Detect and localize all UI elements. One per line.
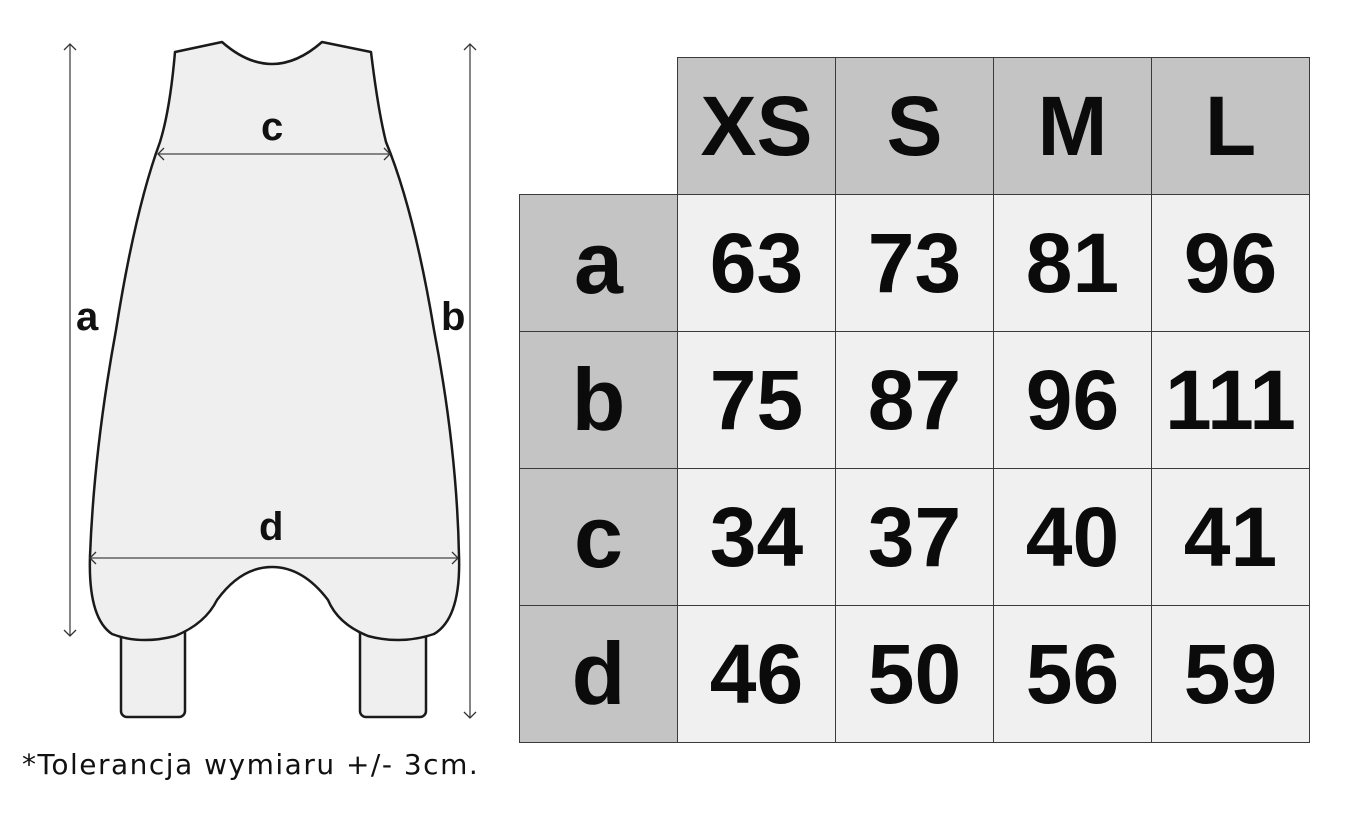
cell-a-xs: 63 xyxy=(677,194,836,332)
cell-a-m: 81 xyxy=(993,194,1152,332)
label-c: c xyxy=(261,105,283,149)
row-header-a: a xyxy=(519,194,678,332)
cell-a-l: 96 xyxy=(1151,194,1310,332)
size-table: XS S M L a 63 73 81 96 b 75 87 96 111 c … xyxy=(519,57,1310,743)
tolerance-note: *Tolerancja wymiaru +/- 3cm. xyxy=(22,748,480,781)
table-row-b: b 75 87 96 111 xyxy=(519,331,1310,469)
label-a: a xyxy=(76,295,99,339)
row-header-c: c xyxy=(519,468,678,606)
cell-b-s: 87 xyxy=(835,331,994,469)
cell-b-l: 111 xyxy=(1151,331,1310,469)
table-row-a: a 63 73 81 96 xyxy=(519,194,1310,332)
size-header-m: M xyxy=(993,57,1152,195)
table-row-d: d 46 50 56 59 xyxy=(519,605,1310,743)
cell-a-s: 73 xyxy=(835,194,994,332)
size-header-xs: XS xyxy=(677,57,836,195)
cell-c-xs: 34 xyxy=(677,468,836,606)
cell-c-m: 40 xyxy=(993,468,1152,606)
size-header-s: S xyxy=(835,57,994,195)
cell-d-m: 56 xyxy=(993,605,1152,743)
sleeping-bag-diagram: a b c d xyxy=(63,40,477,719)
size-header-row: XS S M L xyxy=(519,57,1310,195)
cell-c-l: 41 xyxy=(1151,468,1310,606)
table-corner-cell xyxy=(519,57,678,195)
cell-b-m: 96 xyxy=(993,331,1152,469)
row-header-d: d xyxy=(519,605,678,743)
row-header-b: b xyxy=(519,331,678,469)
cell-d-s: 50 xyxy=(835,605,994,743)
label-d: d xyxy=(259,505,283,549)
table-row-c: c 34 37 40 41 xyxy=(519,468,1310,606)
cell-d-xs: 46 xyxy=(677,605,836,743)
garment-outline xyxy=(88,40,461,642)
size-header-l: L xyxy=(1151,57,1310,195)
label-b: b xyxy=(441,295,465,339)
cell-d-l: 59 xyxy=(1151,605,1310,743)
cell-b-xs: 75 xyxy=(677,331,836,469)
cell-c-s: 37 xyxy=(835,468,994,606)
